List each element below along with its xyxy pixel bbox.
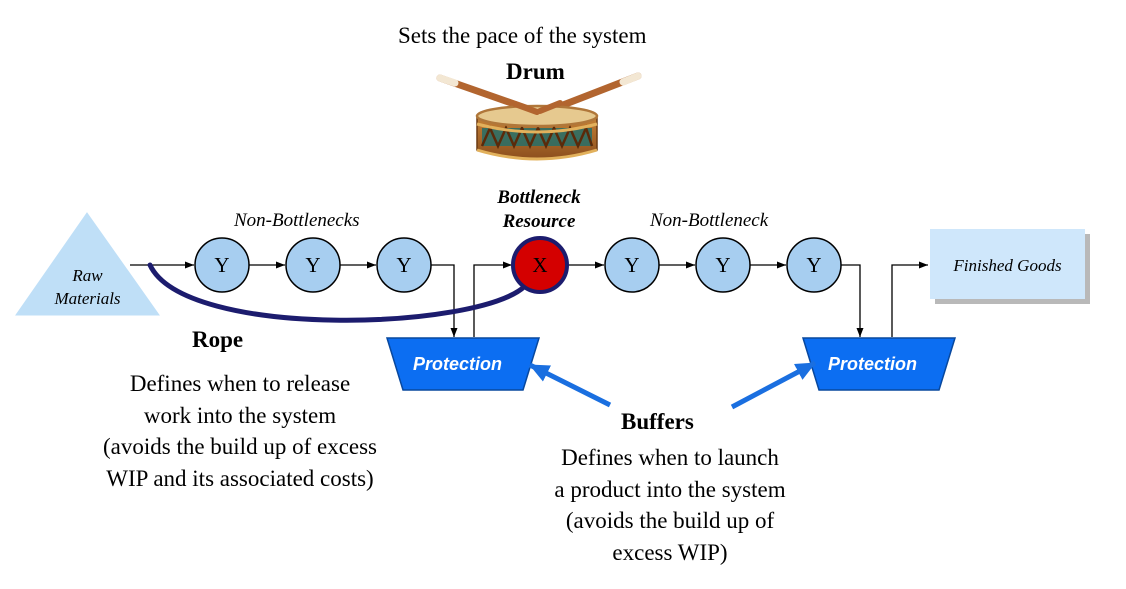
node-label-y4: Y [624, 253, 640, 277]
node-label-y5: Y [715, 253, 731, 277]
process-nodes [194, 236, 842, 294]
bottleneck-node [511, 236, 569, 294]
rope-description: Defines when to release work into the sy… [60, 368, 420, 494]
non-bottleneck-node-2 [285, 237, 341, 293]
drum-title: Drum [506, 59, 565, 84]
bottleneck-label-line2: Resource [502, 211, 576, 232]
buffers-title: Buffers [621, 409, 694, 434]
node-label-y2: Y [305, 253, 321, 277]
non-bottleneck-label: Non-Bottleneck [650, 210, 769, 231]
rope-line-4: WIP and its associated costs) [106, 465, 374, 491]
buffers-line-3: (avoids the build up of [565, 508, 775, 533]
node-label-x: X [532, 253, 548, 277]
node-label-y3: Y [396, 253, 412, 277]
drum-caption: Sets the pace of the system [398, 23, 647, 48]
buffer-pointer-right [730, 360, 817, 410]
buffer-pointer-left [528, 362, 612, 408]
buffer-right-label: Protection [828, 354, 918, 374]
raw-materials-label-line2: Materials [54, 289, 121, 308]
buffers-description: Defines when to launch a product into th… [500, 442, 840, 568]
buffers-line-1: Defines when to launch [561, 445, 779, 470]
raw-materials-label-line1: Raw [72, 266, 103, 285]
rope-line-2: work into the system [143, 402, 337, 428]
non-bottleneck-node-1 [194, 237, 250, 293]
rope-line [147, 262, 528, 323]
flow-connectors [130, 261, 928, 337]
buffers-line-4: excess WIP) [612, 539, 728, 565]
rope-line-1: Defines when to release [129, 371, 351, 396]
drum-icon [436, 72, 642, 161]
buffers-line-2: a product into the system [554, 476, 786, 502]
non-bottleneck-node-6 [786, 237, 842, 293]
buffer-left-shape [385, 337, 541, 391]
finished-goods-label: Finished Goods [953, 256, 1062, 275]
rope-title: Rope [192, 327, 244, 352]
node-label-y1: Y [214, 253, 230, 277]
rope-line-3: (avoids the build up of excess [102, 434, 378, 459]
non-bottleneck-node-5 [695, 237, 751, 293]
non-bottleneck-node-3 [376, 237, 432, 293]
raw-materials-shape [15, 212, 160, 316]
finished-goods-box [930, 229, 1085, 299]
non-bottlenecks-label: Non-Bottlenecks [234, 210, 360, 231]
node-label-y6: Y [806, 253, 822, 277]
buffer-left-label: Protection [413, 354, 503, 374]
bottleneck-label-line1: Bottleneck [497, 187, 581, 208]
non-bottleneck-node-4 [604, 237, 660, 293]
